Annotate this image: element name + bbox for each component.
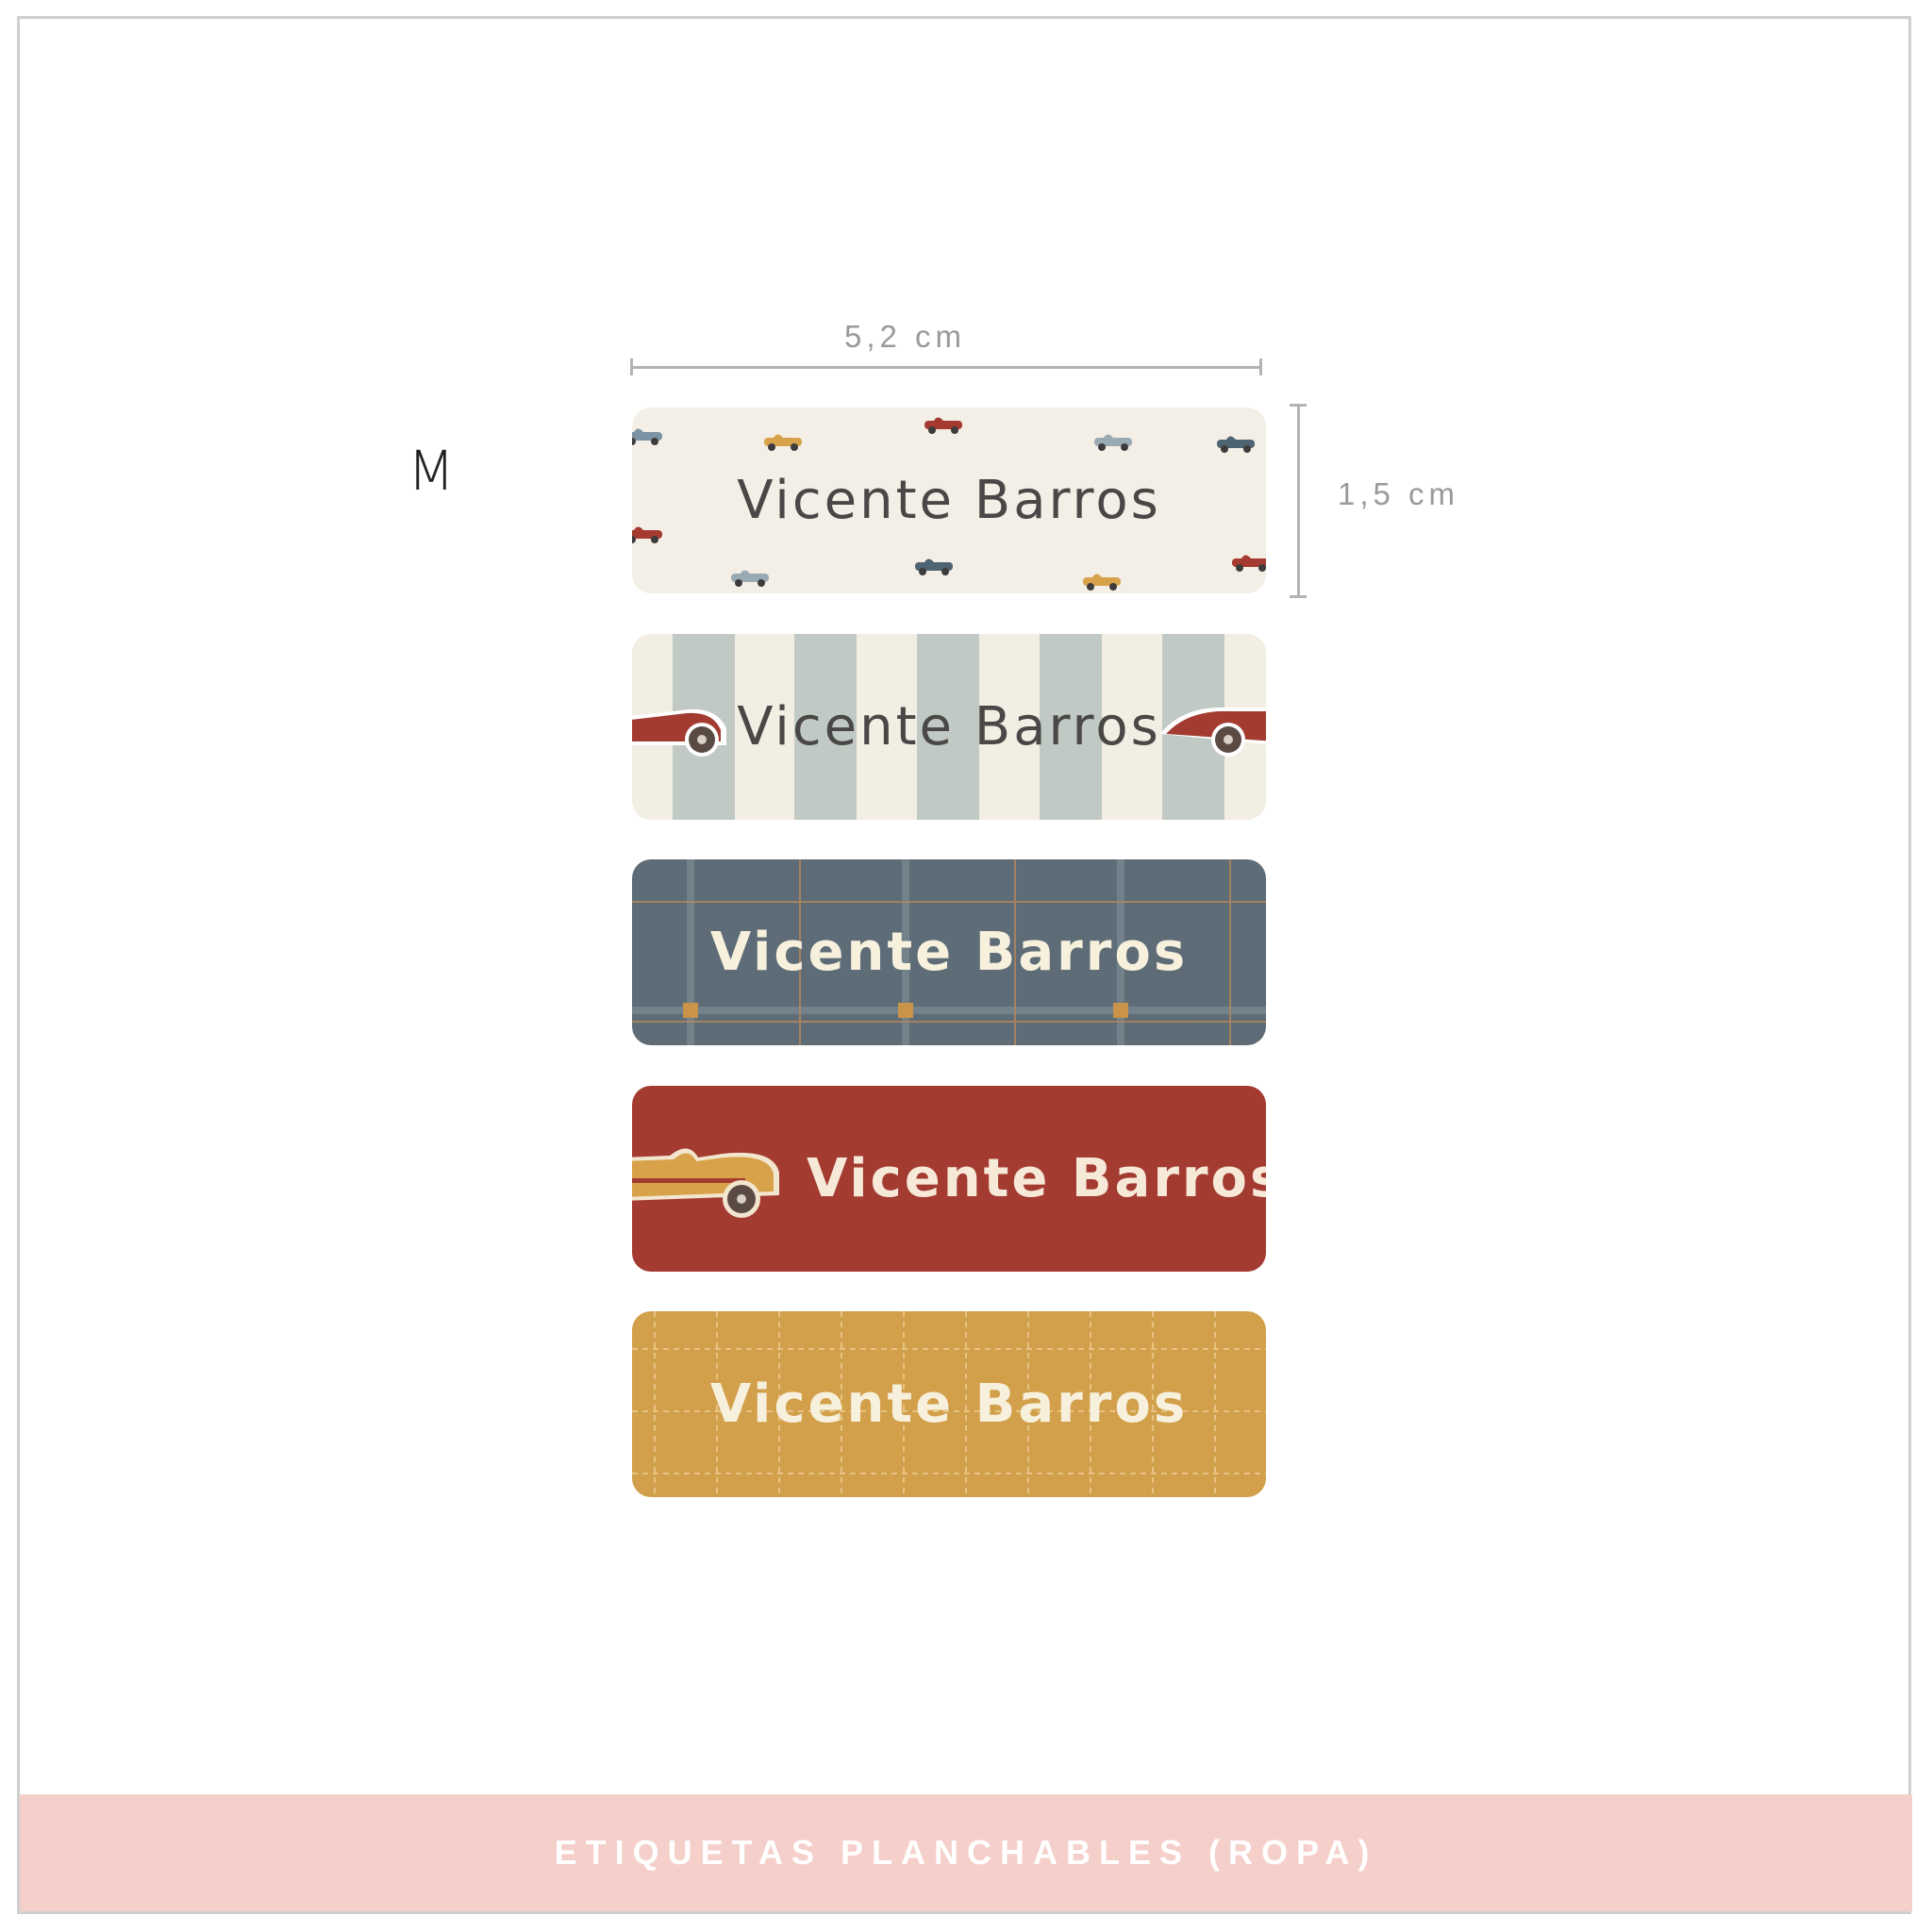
name-label-car-red[interactable]: Vicente Barros xyxy=(632,1086,1266,1272)
label-name-text: Vicente Barros xyxy=(709,922,1189,983)
height-dimension-label: 1,5 cm xyxy=(1338,476,1460,511)
plaid-mustard-pattern-illustration xyxy=(632,1311,1266,1497)
size-indicator: M xyxy=(408,439,456,503)
footer-title: ETIQUETAS PLANCHABLES (ROPA) xyxy=(554,1833,1378,1872)
name-label-stripes-cars[interactable]: Vicente Barros xyxy=(632,634,1266,820)
height-dimension-line xyxy=(1297,404,1300,597)
stripes-pattern-illustration xyxy=(632,634,1266,820)
plaid-blue-pattern-illustration xyxy=(632,859,1266,1045)
width-dimension-line xyxy=(631,366,1261,369)
label-name-text: Vicente Barros xyxy=(737,470,1161,531)
yellow-race-car-icon xyxy=(632,1148,779,1218)
height-dimension-cap-bottom xyxy=(1290,595,1307,598)
name-label-cars-scatter[interactable]: Vicente Barros xyxy=(632,408,1266,593)
label-name-text: Vicente Barros xyxy=(709,1374,1189,1435)
page-frame xyxy=(17,16,1911,1914)
label-name-text: Vicente Barros xyxy=(807,1148,1266,1209)
car-red-illustration xyxy=(632,1148,779,1218)
footer-banner: ETIQUETAS PLANCHABLES (ROPA) xyxy=(20,1794,1912,1911)
label-name-text: Vicente Barros xyxy=(737,696,1161,758)
name-label-plaid-mustard[interactable]: Vicente Barros xyxy=(632,1311,1266,1497)
red-race-car-left-icon xyxy=(632,708,726,757)
width-dimension-cap-left xyxy=(630,358,633,375)
name-label-plaid-blue[interactable]: Vicente Barros xyxy=(632,859,1266,1045)
height-dimension-cap-top xyxy=(1290,404,1307,407)
red-race-car-right-icon xyxy=(1160,708,1266,757)
width-dimension-cap-right xyxy=(1259,358,1262,375)
width-dimension-label: 5,2 cm xyxy=(844,319,967,354)
